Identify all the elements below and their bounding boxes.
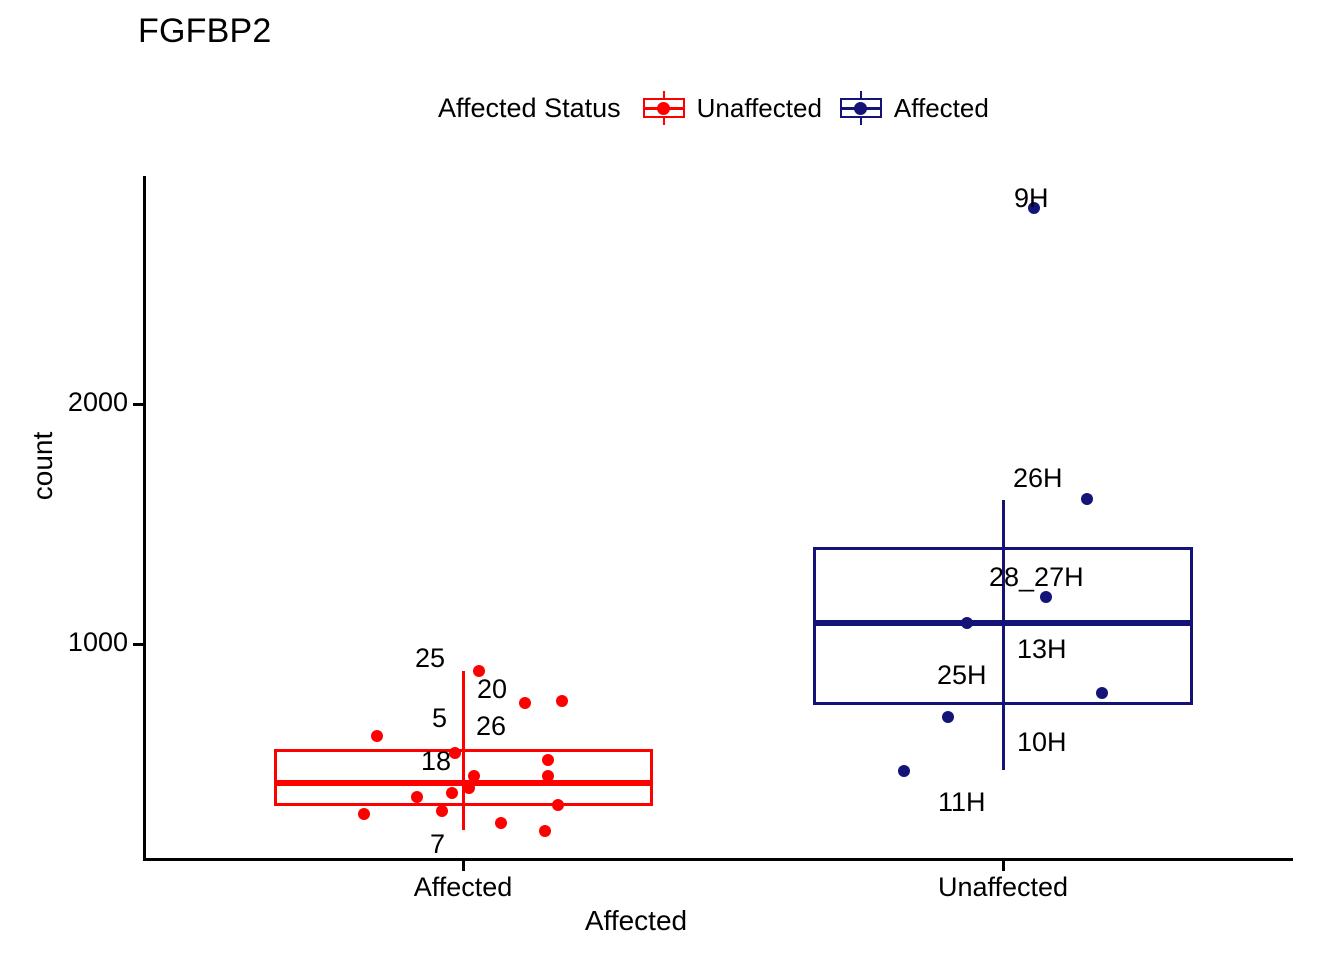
data-point[interactable] (552, 799, 564, 811)
data-point[interactable] (519, 697, 531, 709)
y-axis-title: count (27, 431, 58, 501)
data-point[interactable] (473, 665, 485, 677)
data-point[interactable] (898, 765, 910, 777)
x-axis-line (143, 858, 1293, 861)
data-point[interactable] (495, 817, 507, 829)
median-line (274, 780, 653, 786)
data-point[interactable] (463, 782, 475, 794)
point-label: 10H (1017, 727, 1067, 757)
boxplot-key-icon (839, 91, 884, 125)
data-point[interactable] (942, 711, 954, 723)
legend: Affected Status Unaffected Affected (438, 88, 989, 128)
data-point[interactable] (556, 695, 568, 707)
box-rect (813, 547, 1193, 705)
data-point[interactable] (449, 747, 461, 759)
data-point[interactable] (468, 770, 480, 782)
median-line (813, 620, 1193, 626)
x-axis-title: Affected (584, 905, 688, 936)
x-tick-label-affected: Affected (413, 872, 513, 902)
point-label: 18 (421, 746, 452, 776)
y-tick-1000 (133, 643, 143, 646)
y-tick-label-2000: 2000 (67, 387, 128, 417)
legend-label: Unaffected (696, 92, 822, 123)
point-label: 26H (1013, 463, 1063, 493)
y-tick-2000 (133, 403, 143, 406)
data-point[interactable] (542, 754, 554, 766)
box-rect (274, 749, 653, 806)
point-label: 20 (477, 674, 508, 704)
data-point[interactable] (446, 787, 458, 799)
y-tick-label-1000: 1000 (67, 627, 128, 657)
point-label: 5 (432, 703, 448, 733)
data-point[interactable] (542, 770, 554, 782)
data-point[interactable] (1040, 591, 1052, 603)
chart-title: FGFBP2 (138, 12, 272, 50)
point-label: 25 (415, 643, 446, 673)
data-point[interactable] (539, 825, 551, 837)
point-label: 9H (1014, 183, 1049, 213)
data-point[interactable] (358, 808, 370, 820)
data-point[interactable] (1081, 493, 1093, 505)
point-label: 26 (476, 711, 507, 741)
data-point[interactable] (961, 617, 973, 629)
data-point[interactable] (411, 791, 423, 803)
whisker-line (1001, 500, 1005, 770)
point-label: 28_27H (989, 562, 1084, 592)
point-label: 13H (1017, 634, 1067, 664)
legend-label: Affected (893, 92, 989, 123)
point-label: 11H (938, 787, 986, 817)
legend-title: Affected Status (438, 92, 621, 123)
data-point[interactable] (1096, 687, 1108, 699)
data-point[interactable] (436, 805, 448, 817)
point-label: 25H (937, 660, 987, 690)
data-point[interactable] (371, 730, 383, 742)
boxplot-key-icon (642, 91, 687, 125)
x-tick-unaffected (1002, 861, 1005, 871)
y-axis-line (143, 176, 146, 860)
data-point[interactable] (1028, 202, 1040, 214)
legend-item-affected[interactable]: Affected (839, 91, 989, 125)
x-tick-affected (462, 861, 465, 871)
legend-item-unaffected[interactable]: Unaffected (642, 91, 822, 125)
point-label: 7 (430, 829, 446, 859)
x-tick-label-unaffected: Unaffected (937, 872, 1069, 902)
